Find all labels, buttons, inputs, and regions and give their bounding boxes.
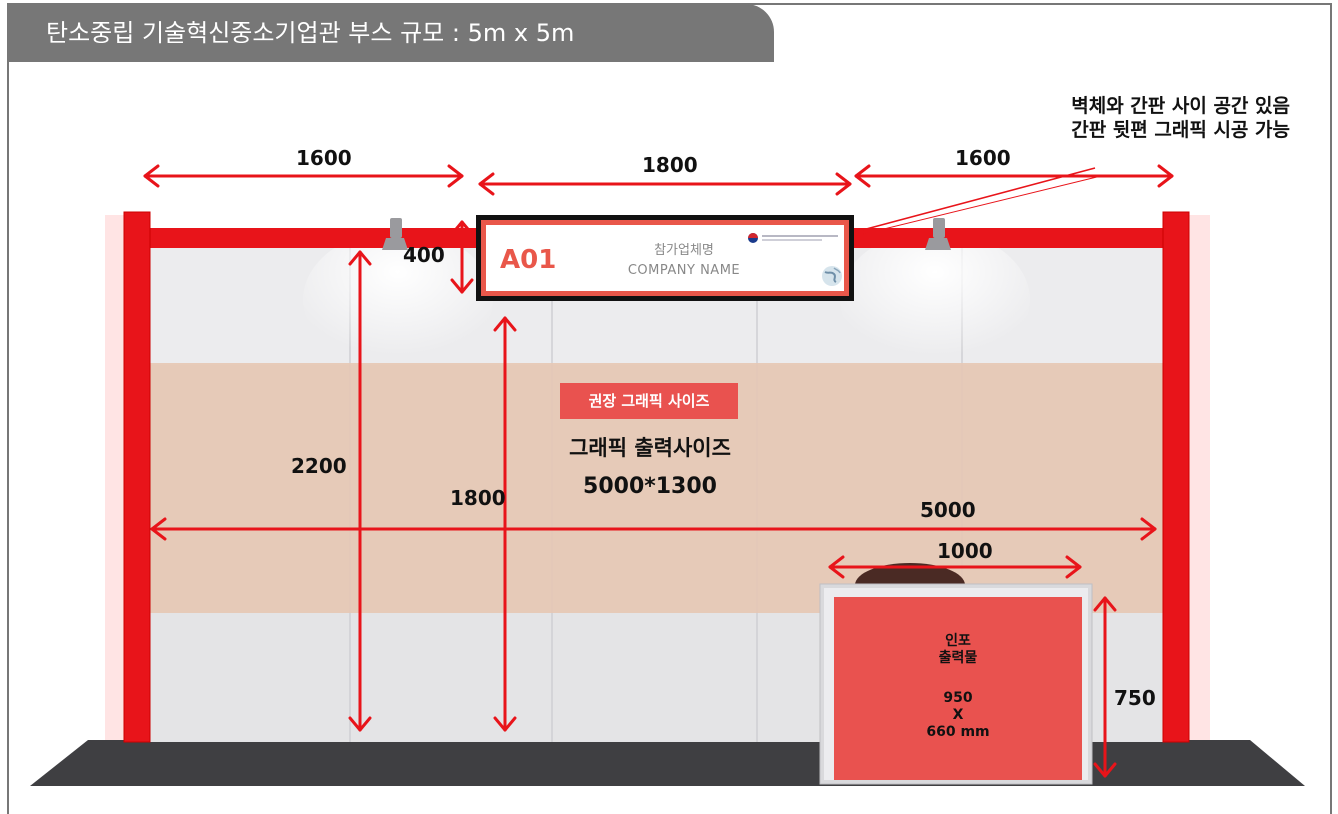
dim-top-left: 1600 <box>296 146 352 170</box>
right-post <box>1163 212 1189 742</box>
desk-print-x: X <box>952 707 964 723</box>
ministry-logo-icon <box>748 233 838 243</box>
sign-border: A01 참가업체명 COMPANY NAME <box>481 220 849 296</box>
note-line-1: 벽체와 간판 사이 공간 있음 <box>1071 95 1290 117</box>
desk-label-line-2: 출력물 <box>938 650 978 666</box>
recommended-graphic-badge: 권장 그래픽 사이즈 <box>560 383 738 419</box>
dim-graphic-height: 1800 <box>450 486 506 510</box>
desk-print-width: 950 <box>943 690 973 706</box>
spotlight-left <box>382 218 408 250</box>
company-name-ko: 참가업체명 <box>654 243 714 258</box>
dim-wall-height: 2200 <box>291 454 347 478</box>
dim-top-center: 1800 <box>642 153 698 177</box>
dim-booth-width: 5000 <box>920 498 976 522</box>
desk-label-line-1: 인포 <box>945 633 971 649</box>
booth-floor <box>30 740 1305 786</box>
dim-top-right: 1600 <box>955 146 1011 170</box>
graphic-output-title: 그래픽 출력사이즈 <box>569 436 731 460</box>
desk-print-height: 660 mm <box>926 724 990 740</box>
wall-sign-gap-note: 벽체와 간판 사이 공간 있음 간판 뒷편 그래픽 시공 가능 <box>1071 94 1290 142</box>
company-name-en: COMPANY NAME <box>627 263 741 278</box>
info-desk <box>819 563 1093 785</box>
graphic-output-size: 5000*1300 <box>583 474 717 499</box>
spotlight-right <box>925 218 951 250</box>
page-title: 탄소중립 기술혁신중소기업관 부스 규모 : 5m x 5m <box>8 4 774 62</box>
left-post <box>124 212 150 742</box>
dim-desk-height: 750 <box>1114 686 1156 710</box>
dim-sign-height: 400 <box>403 243 445 267</box>
globe-icon <box>822 266 842 286</box>
note-line-2: 간판 뒷편 그래픽 시공 가능 <box>1071 119 1290 141</box>
booth-code: A01 <box>500 245 557 275</box>
booth-sign: A01 참가업체명 COMPANY NAME <box>476 215 854 301</box>
sign-panel: A01 참가업체명 COMPANY NAME <box>486 225 844 291</box>
dim-desk-width: 1000 <box>937 539 993 563</box>
